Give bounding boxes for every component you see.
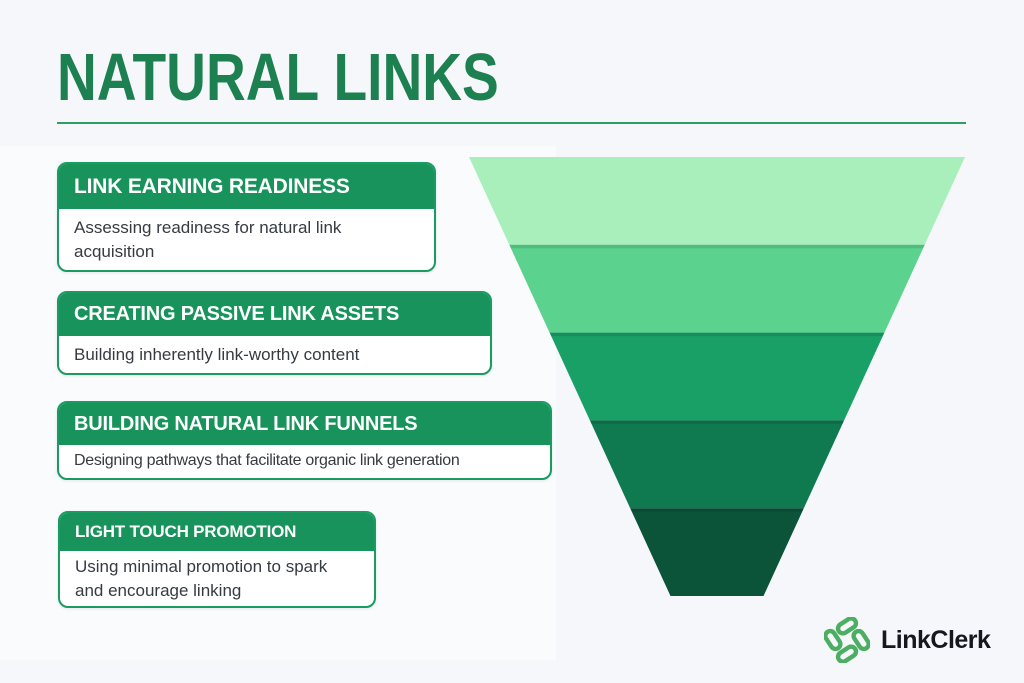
- logo-text: LinkClerk: [881, 625, 991, 654]
- card-link-earning-readiness: LINK EARNING READINESS Assessing readine…: [57, 162, 436, 272]
- funnel-stage-shade: [549, 332, 885, 337]
- funnel-stage-shade: [630, 508, 804, 512]
- card-title: LIGHT TOUCH PROMOTION: [60, 513, 374, 551]
- card-description: Designing pathways that facilitate organ…: [74, 452, 460, 470]
- funnel-stage-shade: [589, 420, 845, 424]
- card-creating-passive-link-assets: CREATING PASSIVE LINK ASSETS Building in…: [57, 291, 492, 375]
- funnel-stage-2: [509, 244, 925, 333]
- card-description: Building inherently link-worthy content: [74, 344, 360, 364]
- funnel-stage-5: [630, 508, 804, 596]
- card-title: LINK EARNING READINESS: [59, 164, 434, 209]
- card-light-touch-promotion: LIGHT TOUCH PROMOTION Using minimal prom…: [58, 511, 376, 608]
- funnel-stage-1: [469, 157, 965, 245]
- funnel-stage-3: [549, 332, 885, 421]
- chain-links-icon: [824, 617, 870, 663]
- card-description: Assessing readiness for natural link acq…: [74, 217, 342, 261]
- funnel-stage-shade: [509, 244, 925, 249]
- logo: LinkClerk: [824, 614, 991, 666]
- card-description: Using minimal promotion to spark and enc…: [75, 556, 328, 600]
- card-building-natural-link-funnels: BUILDING NATURAL LINK FUNNELS Designing …: [57, 401, 552, 480]
- card-title: CREATING PASSIVE LINK ASSETS: [59, 293, 490, 336]
- funnel-diagram: [469, 157, 965, 596]
- funnel-stage-4: [589, 420, 845, 509]
- card-title: BUILDING NATURAL LINK FUNNELS: [59, 403, 550, 445]
- title-divider: [57, 122, 966, 124]
- page-title: NATURAL LINKS: [57, 40, 499, 116]
